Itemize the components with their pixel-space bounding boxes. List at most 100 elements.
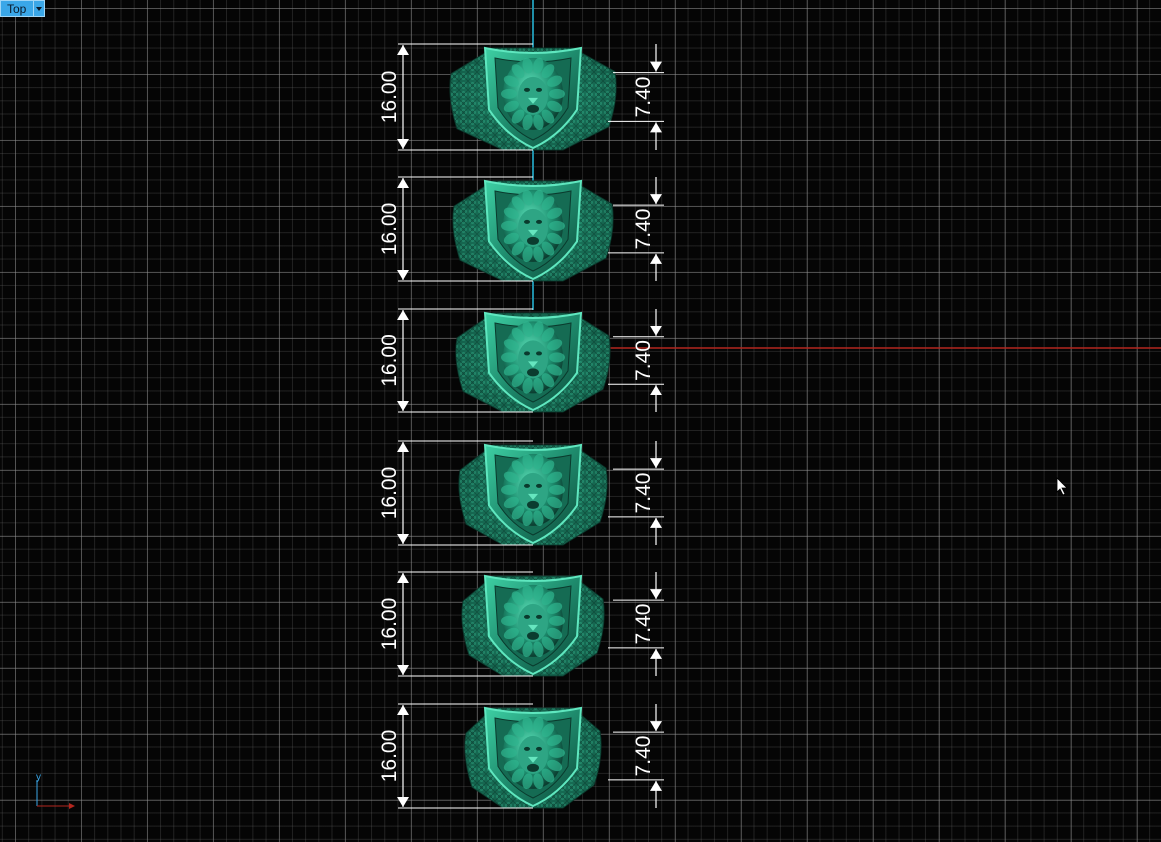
axis-indicator-y-label: y [36,772,41,783]
viewport-name-label[interactable]: Top [0,0,34,17]
world-axes [532,0,1161,349]
lion-mane-lock [522,510,533,527]
lion-mane-lock [522,57,533,74]
lion-eye-left [524,746,530,751]
lion-mane-lock [522,246,533,263]
lion-mane-lock [541,373,555,388]
ring-3: 16.00 7.40 [378,308,664,413]
lion-mane-lock [522,773,533,790]
lion-head-relief [501,321,565,394]
lion-eye-left [524,351,530,356]
lion-mouth [527,500,539,509]
lion-mane-lock [503,627,519,640]
shield-height-label: 7.40 [632,209,655,250]
lion-mane-lock [503,207,519,219]
lion-mane-lock [547,627,563,640]
lion-mane-lock [549,747,565,758]
lion-mane-lock [541,64,555,79]
shield-height-dimension: 7.40 [608,572,664,676]
lion-eye-left [524,87,530,92]
lion-mane-lock [503,364,519,376]
ring-height-label: 16.00 [378,467,401,520]
ring-2: 16.00 7.40 [378,176,664,282]
lion-mane-lock [547,734,563,746]
lion-mane-lock [541,768,555,783]
lion-eye-right [536,87,542,92]
lion-mane-lock [501,220,517,231]
lion-head-relief [501,716,565,790]
lion-eye-left [524,483,530,488]
lion-mane-lock [541,591,555,606]
chevron-down-icon[interactable] [33,0,46,17]
ring-height-label: 16.00 [378,598,401,651]
lion-mane-lock [533,114,544,130]
ring-height-label: 16.00 [378,334,401,387]
shield-height-label: 7.40 [632,340,655,381]
lion-mouth [527,631,539,640]
lion-eye-left [524,219,530,224]
lion-face [518,340,548,379]
lion-mane-lock [511,505,525,520]
ring-4: 16.00 7.40 [378,440,664,546]
lion-mane-lock [501,88,517,99]
shield-height-label: 7.40 [632,77,655,118]
lion-mane-lock [547,364,563,376]
lion-mane-lock [547,602,563,614]
lion-eye-right [536,483,542,488]
lion-mane-lock [503,339,519,351]
lion-mane-lock [503,734,519,746]
lion-mane-lock [522,453,533,470]
lion-mane-lock [541,723,555,738]
lion-mane-lock [541,460,555,475]
lion-mane-lock [533,716,544,733]
shield-height-label: 7.40 [632,604,655,645]
lion-mane-lock [547,100,563,113]
lion-mane-lock [549,352,565,363]
lion-eye-left [524,614,530,619]
ring-height-dimension: 16.00 [378,308,533,413]
lion-mane-lock [547,232,563,245]
lion-mane-lock [522,321,533,338]
lion-mane-lock [511,768,525,783]
lion-mane-lock [503,232,519,245]
lion-mane-lock [501,615,517,626]
lion-mane-lock [511,636,525,651]
lion-mane-lock [533,453,544,470]
shield-height-dimension: 7.40 [608,704,664,808]
lion-mouth [527,104,539,113]
lion-mane-lock [511,109,525,124]
ring-height-dimension: 16.00 [378,176,533,282]
lion-nose [528,756,538,763]
lion-mane-lock [541,505,555,520]
lion-mane-lock [533,189,544,206]
lion-mouth [527,763,539,772]
lion-mane-lock [522,641,533,658]
lion-nose [528,493,538,500]
lion-mane-lock [541,109,555,124]
axis-indicator: y [36,772,75,809]
lion-mane-lock [503,100,519,113]
shield-height-dimension: 7.40 [608,441,664,545]
viewport-tab[interactable]: Top [0,0,46,17]
lion-mane-lock [533,773,544,790]
lion-mane-lock [511,196,525,211]
lion-mane-lock [547,339,563,351]
lion-mane-lock [533,641,544,658]
lion-eye-right [536,219,542,224]
lion-mane-lock [533,377,544,394]
ring-height-dimension: 16.00 [378,703,533,809]
lion-mouth [527,236,539,245]
lion-mane-lock [547,207,563,219]
lion-mane-lock [533,246,544,263]
lion-mane-lock [503,471,519,483]
lion-nose [528,624,538,631]
ring-height-dimension: 16.00 [378,440,533,546]
lion-mane-lock [522,716,533,733]
ring-6: 16.00 7.40 [378,703,664,809]
shield-height-dimension: 7.40 [608,309,664,412]
lion-mane-lock [547,75,563,87]
lion-mane-lock [511,373,525,388]
lion-mane-lock [503,75,519,87]
